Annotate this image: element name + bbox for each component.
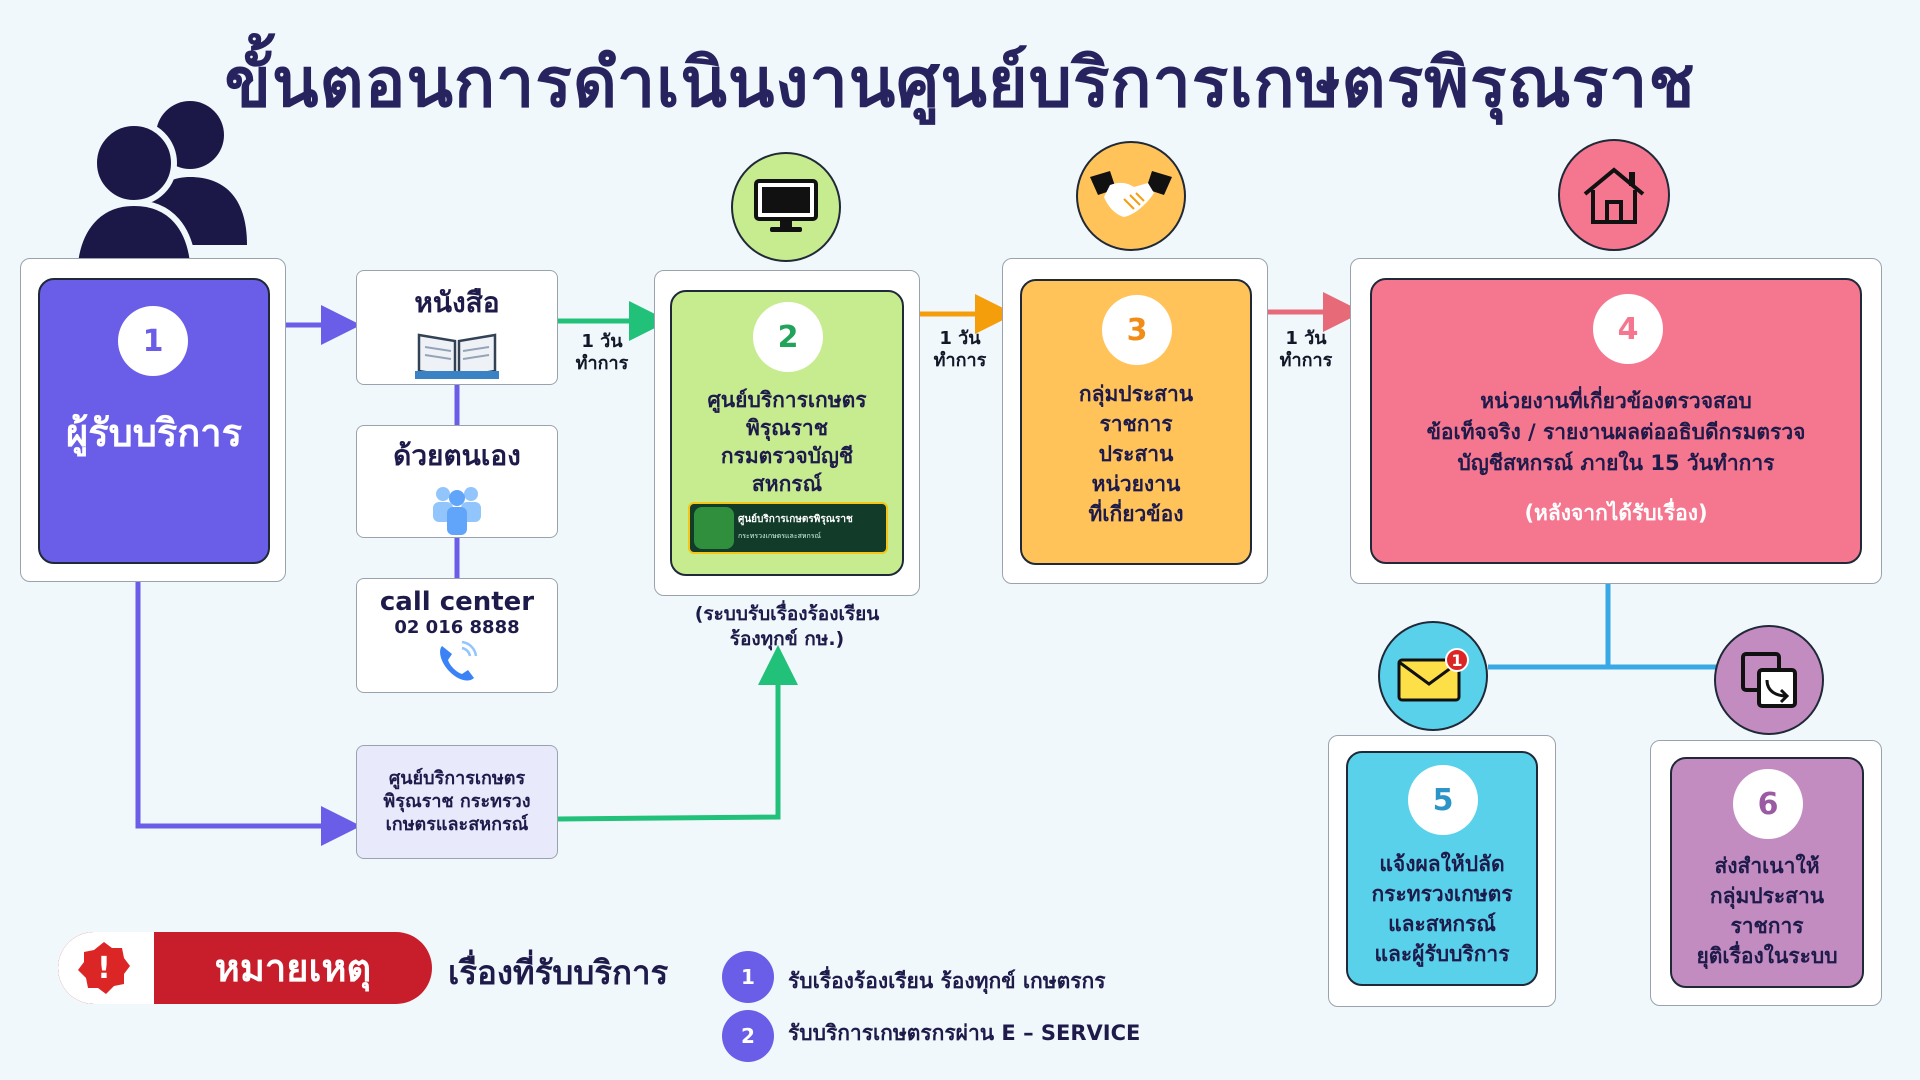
legend-heading: เรื่องที่รับบริการ	[448, 953, 669, 992]
note-label: หมายเหตุ	[214, 946, 372, 990]
step1-card: 1 ผู้รับบริการ	[38, 278, 270, 564]
step3-card: 3 กลุ่มประสานราชการประสานหน่วยงานที่เกี่…	[1020, 279, 1252, 565]
monitor-icon	[731, 152, 841, 262]
book-icon	[415, 333, 499, 379]
group-icon	[433, 487, 481, 535]
mail-badge-count: 1	[1451, 651, 1462, 670]
channel-letter: หนังสือ	[356, 270, 558, 385]
step2-number: 2	[753, 302, 823, 372]
days-label-3: 1 วันทำการ	[1279, 328, 1333, 371]
warning-icon: !	[78, 942, 130, 994]
legend-item-1-number: 1	[722, 951, 774, 1003]
step3-text: กลุ่มประสานราชการประสานหน่วยงานที่เกี่ยว…	[1078, 382, 1194, 526]
badge-subtitle: กระทรวงเกษตรและสหกรณ์	[738, 532, 821, 540]
step5-number: 5	[1408, 765, 1478, 835]
step4-note: (หลังจากได้รับเรื่อง)	[1524, 501, 1708, 525]
step5-card: 5 แจ้งผลให้ปลัดกระทรวงเกษตรและสหกรณ์และผ…	[1346, 751, 1538, 986]
house-icon	[1558, 139, 1670, 251]
call-center-phone: 02 016 8888	[394, 617, 520, 638]
legend-item-1-text: รับเรื่องร้องเรียน ร้องทุกข์ เกษตรกร	[788, 969, 1106, 993]
arrow-step1-to-center	[135, 565, 361, 846]
service-center-label: ศูนย์บริการเกษตร พิรุณราช กระทรวง เกษตรแ…	[383, 768, 531, 835]
step2-text: ศูนย์บริการเกษตรพิรุณราชกรมตรวจบัญชีสหกร…	[707, 388, 867, 496]
step4-card: 4 หน่วยงานที่เกี่ยวข้องตรวจสอบข้อเท็จจริ…	[1370, 278, 1862, 564]
people-icon	[72, 101, 247, 280]
days-label-1: 1 วันทำการ	[575, 331, 629, 374]
step4-text: หน่วยงานที่เกี่ยวข้องตรวจสอบข้อเท็จจริง …	[1426, 389, 1806, 475]
legend-item-2-text: รับบริการเกษตรกรผ่าน E – SERVICE	[788, 1021, 1141, 1045]
step2-caption: (ระบบรับเรื่องร้องเรียนร้องทุกข์ กษ.)	[694, 603, 880, 650]
eservice-logo-icon	[694, 507, 734, 549]
forward-icon	[1714, 625, 1824, 735]
step3-number: 3	[1102, 295, 1172, 365]
note-badge: ! หมายเหตุ	[58, 932, 432, 1004]
handshake-icon	[1076, 141, 1186, 251]
step5-text: แจ้งผลให้ปลัดกระทรวงเกษตรและสหกรณ์และผู้…	[1371, 852, 1513, 966]
phone-icon	[440, 640, 478, 681]
badge-title: ศูนย์บริการเกษตรพิรุณราช	[738, 514, 853, 525]
call-center-title: call center	[379, 587, 535, 617]
channel-letter-label: หนังสือ	[414, 286, 500, 319]
channel-call-center: call center 02 016 8888	[356, 578, 558, 693]
step6-card: 6 ส่งสำเนาให้กลุ่มประสานราชการยุติเรื่อง…	[1670, 757, 1864, 988]
svg-text:!: !	[97, 951, 111, 986]
legend-item-2-number: 2	[722, 1010, 774, 1062]
step4-number: 4	[1593, 294, 1663, 364]
channel-self-label: ด้วยตนเอง	[393, 439, 521, 472]
mail-icon: 1	[1378, 621, 1488, 731]
note-badge-icon-area: !	[58, 932, 154, 1004]
step6-text: ส่งสำเนาให้กลุ่มประสานราชการยุติเรื่องใน…	[1696, 854, 1838, 968]
channel-self: ด้วยตนเอง	[356, 425, 558, 538]
step6-number: 6	[1733, 769, 1803, 839]
days-label-2: 1 วันทำการ	[933, 328, 987, 371]
channel-service-center: ศูนย์บริการเกษตร พิรุณราช กระทรวง เกษตรแ…	[356, 745, 558, 859]
page-title: ขั้นตอนการดำเนินงานศูนย์บริการเกษตรพิรุณ…	[224, 44, 1696, 123]
step2-eservice-badge: ศูนย์บริการเกษตรพิรุณราช กระทรวงเกษตรและ…	[688, 502, 888, 554]
step1-label: ผู้รับบริการ	[65, 411, 243, 455]
step1-number: 1	[118, 306, 188, 376]
step2-card: 2 ศูนย์บริการเกษตรพิรุณราชกรมตรวจบัญชีสห…	[670, 290, 904, 576]
arrow-center-to-step2	[557, 645, 798, 822]
